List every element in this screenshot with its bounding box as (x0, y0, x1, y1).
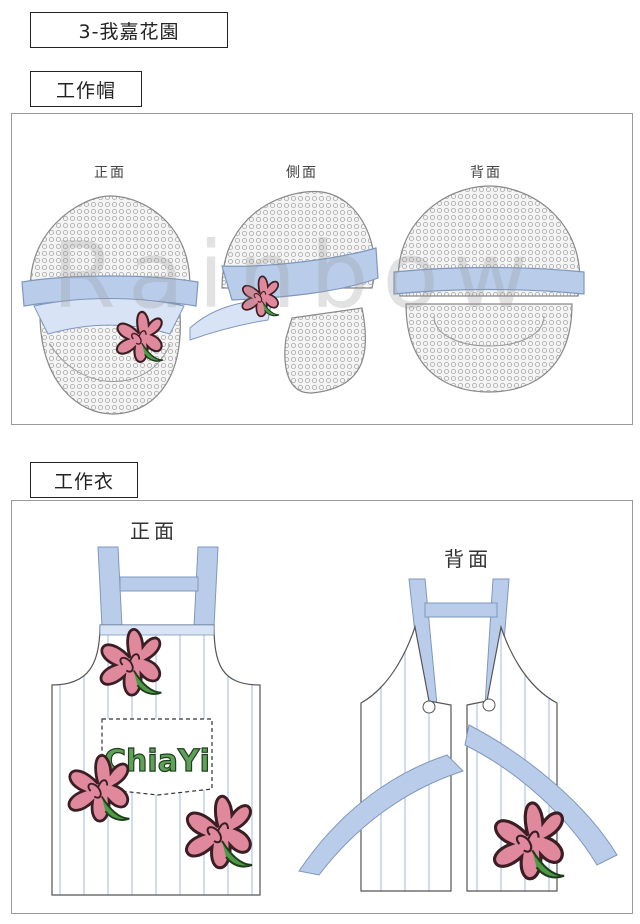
apron-back-label: 背面 (444, 547, 492, 571)
hat-panel: 正面 側面 背面 Rainbow (11, 113, 633, 425)
hat-side-illustration (189, 190, 379, 394)
hat-front-illustration (21, 195, 199, 415)
hat-back-illustration (393, 185, 585, 393)
hat-section-label-text: 工作帽 (55, 79, 116, 102)
hat-front-label: 正面 (94, 165, 126, 181)
apron-section-label: 工作衣 (30, 462, 138, 498)
hat-side-label: 側面 (286, 165, 318, 181)
hat-section-label: 工作帽 (30, 71, 142, 107)
page-title: 3-我嘉花園 (30, 12, 228, 48)
apron-front-label: 正面 (130, 519, 178, 543)
page-title-text: 3-我嘉花園 (78, 20, 180, 43)
watermark: Rainbow (52, 222, 543, 329)
hat-back-label: 背面 (470, 165, 502, 181)
apron-section-label-text: 工作衣 (53, 470, 114, 493)
apron-panel: 正面 背面 ChiaYi (11, 500, 633, 914)
apron-front-illustration: ChiaYi (51, 546, 261, 896)
apron-back-illustration (298, 578, 618, 892)
